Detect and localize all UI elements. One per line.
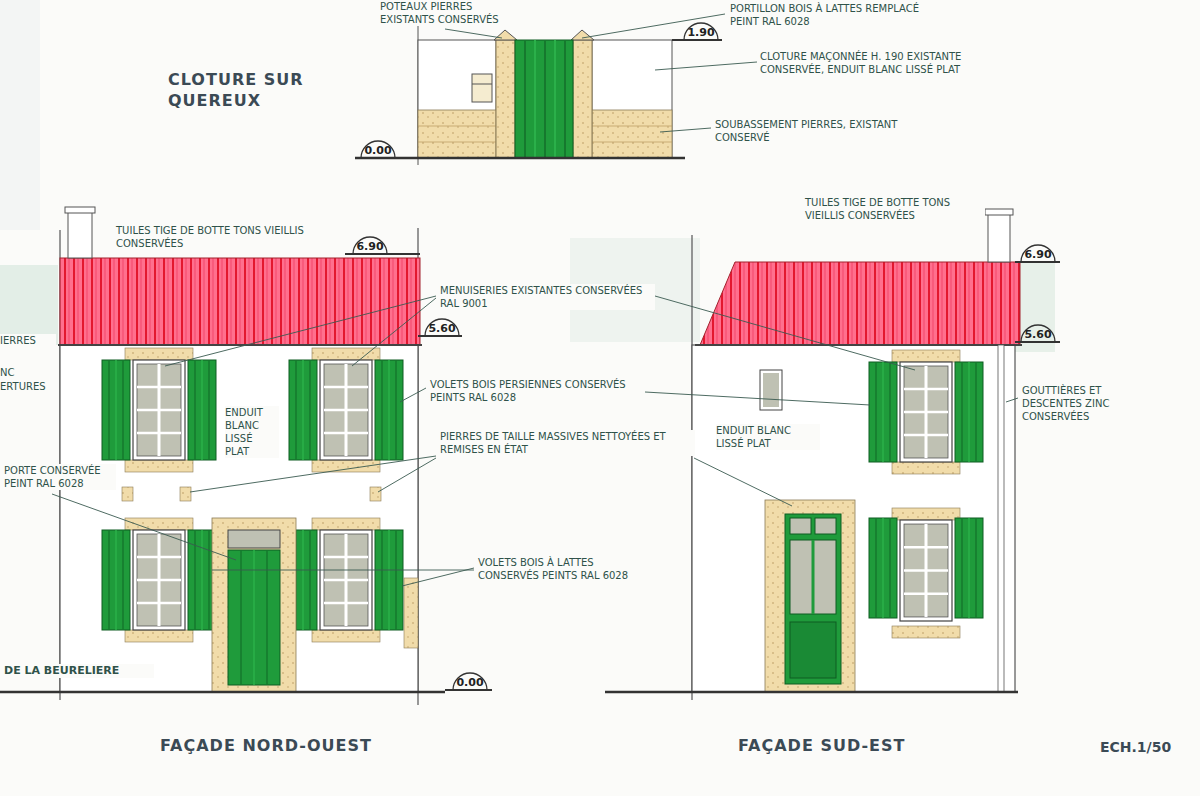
annotation-text: PORTILLON BOIS À LATTES REMPLACÉ PEINT R… [730, 2, 920, 28]
annotation-text: ENDUIT BLANC LISSÉ PLAT [716, 424, 820, 450]
fence-elevation [355, 18, 722, 165]
level-value: 5.60 [426, 322, 458, 336]
annotation-text: SOUBASSEMENT PIERRES, EXISTANT CONSERVÉ [715, 118, 910, 144]
level-value: 1.90 [685, 26, 717, 40]
annotation-text: ERTURES [0, 380, 58, 393]
annotation-text: PIERRES DE TAILLE MASSIVES NETTOYÉES ET … [440, 430, 695, 456]
annotation-text: IERRES [0, 334, 56, 347]
annotation-text: TUILES TIGE DE BOTTE TONS VIEILLIS CONSE… [805, 196, 985, 222]
annotation-text: GOUTTIÈRES ET DESCENTES ZINC CONSERVÉES [1022, 384, 1162, 423]
street-name: DE LA BEURELIERE [4, 664, 154, 678]
view-title: FAÇADE SUD-EST [738, 736, 958, 757]
annotation-text: ENDUIT BLANC LISSÉ PLAT [225, 406, 279, 458]
level-value: 0.00 [362, 144, 394, 158]
annotation-text: VOLETS BOIS PERSIENNES CONSERVÉS PEINTS … [430, 378, 645, 404]
level-value: 6.90 [354, 240, 386, 254]
leader-lines [52, 14, 1018, 586]
northwest-facade [0, 207, 492, 705]
scale-note: ECH.1/50 [1100, 738, 1192, 756]
view-title: CLOTURE SUR QUEREUX [168, 70, 398, 112]
level-value: 5.60 [1022, 328, 1054, 342]
annotation-text: VOLETS BOIS À LATTES CONSERVÉS PEINTS RA… [478, 556, 653, 582]
level-value: 0.00 [454, 676, 486, 690]
annotation-text: POTEAUX PIERRES EXISTANTS CONSERVÉS [380, 0, 525, 26]
annotation-text: MENUISERIES EXISTANTES CONSERVÉES RAL 90… [440, 284, 655, 310]
annotation-text: NC [0, 366, 56, 379]
annotation-text: TUILES TIGE DE BOTTE TONS VIEILLIS CONSE… [116, 224, 348, 250]
level-value: 6.90 [1022, 248, 1054, 262]
annotation-text: CLOTURE MAÇONNÉE H. 190 EXISTANTE CONSER… [760, 50, 995, 76]
view-title: FAÇADE NORD-OUEST [160, 736, 420, 757]
annotation-text: PORTE CONSERVÉE PEINT RAL 6028 [4, 464, 116, 490]
